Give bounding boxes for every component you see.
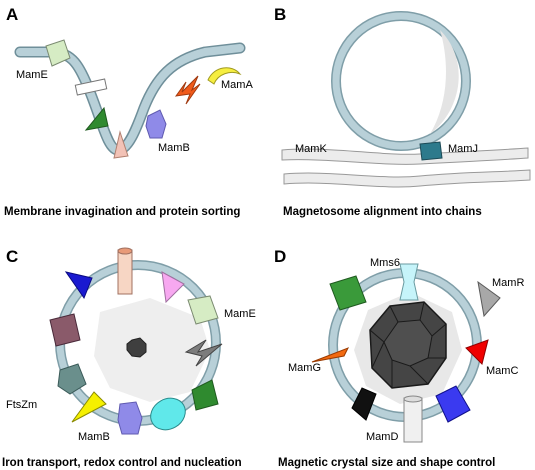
mms6-protein-shape (399, 263, 419, 301)
orange-lightning-protein (174, 75, 201, 105)
ftszm-protein-shape (57, 363, 87, 395)
panel-b-caption: Magnetosome alignment into chains (283, 206, 482, 218)
mamg-protein-shape (311, 347, 350, 363)
cyan-ellipse-protein (150, 397, 186, 431)
ftszm-label: FtsZm (6, 399, 37, 411)
mama-label: MamA (221, 79, 253, 91)
panel-c: C MamE FtsZm MamB Iron transport, redox … (2, 247, 256, 469)
mamd-cylinder-shape (403, 397, 423, 443)
mame-protein-shape (45, 39, 71, 67)
panel-a-label: A (6, 5, 18, 24)
mamj-linker-shape (419, 141, 443, 161)
panel-b: B MamK MamJ Magnetosome alignment into c… (274, 5, 531, 218)
panel-b-label: B (274, 5, 286, 24)
black-rhombus-protein (351, 387, 377, 421)
pink-triangle-protein (161, 271, 185, 304)
green-triangle-protein (84, 106, 109, 131)
panel-d-label: D (274, 247, 286, 266)
mms6-label: Mms6 (370, 257, 400, 269)
orange-cylinder-protein (117, 249, 133, 295)
mama-crescent-shape (207, 67, 242, 85)
crystal-seed-c (126, 337, 147, 358)
green-square-protein-d (329, 275, 367, 311)
pink-cone-protein (113, 130, 129, 159)
mamc-protein-shape (465, 339, 489, 365)
mame-protein-shape-c (187, 295, 219, 325)
blue-square-protein-d (435, 385, 471, 423)
vesicle-shadow-c (94, 298, 210, 402)
blue-triangle-protein-c (64, 271, 93, 300)
mamk-filament-lower (283, 169, 531, 188)
mamb-label-a: MamB (158, 142, 190, 154)
mamk-label: MamK (295, 143, 327, 155)
mamd-label: MamD (366, 431, 398, 443)
mauve-square-protein (49, 313, 81, 347)
panel-d: D Mms6 MamR MamG MamC MamD Magnetic crys… (274, 247, 524, 469)
panel-d-caption: Magnetic crystal size and shape control (278, 457, 495, 469)
green-square-protein-c (191, 379, 219, 411)
mamr-protein-shape (477, 280, 501, 318)
mamr-label: MamR (492, 277, 524, 289)
mamk-filament-upper (281, 147, 529, 165)
panel-a: A MamE MamB MamA Membrane invagination a… (4, 5, 253, 218)
mamb-label-c: MamB (78, 431, 110, 443)
mamc-label: MamC (486, 365, 518, 377)
panel-a-caption: Membrane invagination and protein sortin… (4, 206, 240, 218)
mame-label-c: MamE (224, 308, 256, 320)
panel-c-label: C (6, 247, 18, 266)
mamb-protein-shape-c (117, 401, 143, 435)
mamj-label: MamJ (448, 143, 478, 155)
mamg-label: MamG (288, 362, 321, 374)
mamb-protein-shape-a (145, 109, 167, 139)
panel-c-caption: Iron transport, redox control and nuclea… (2, 457, 242, 469)
mame-label-a: MamE (16, 69, 48, 81)
yellow-triangle-protein (71, 391, 107, 423)
vesicle-inner-shadow-b (430, 30, 459, 134)
white-protein-block (74, 78, 108, 96)
gray-lightning-protein-c (184, 339, 223, 367)
